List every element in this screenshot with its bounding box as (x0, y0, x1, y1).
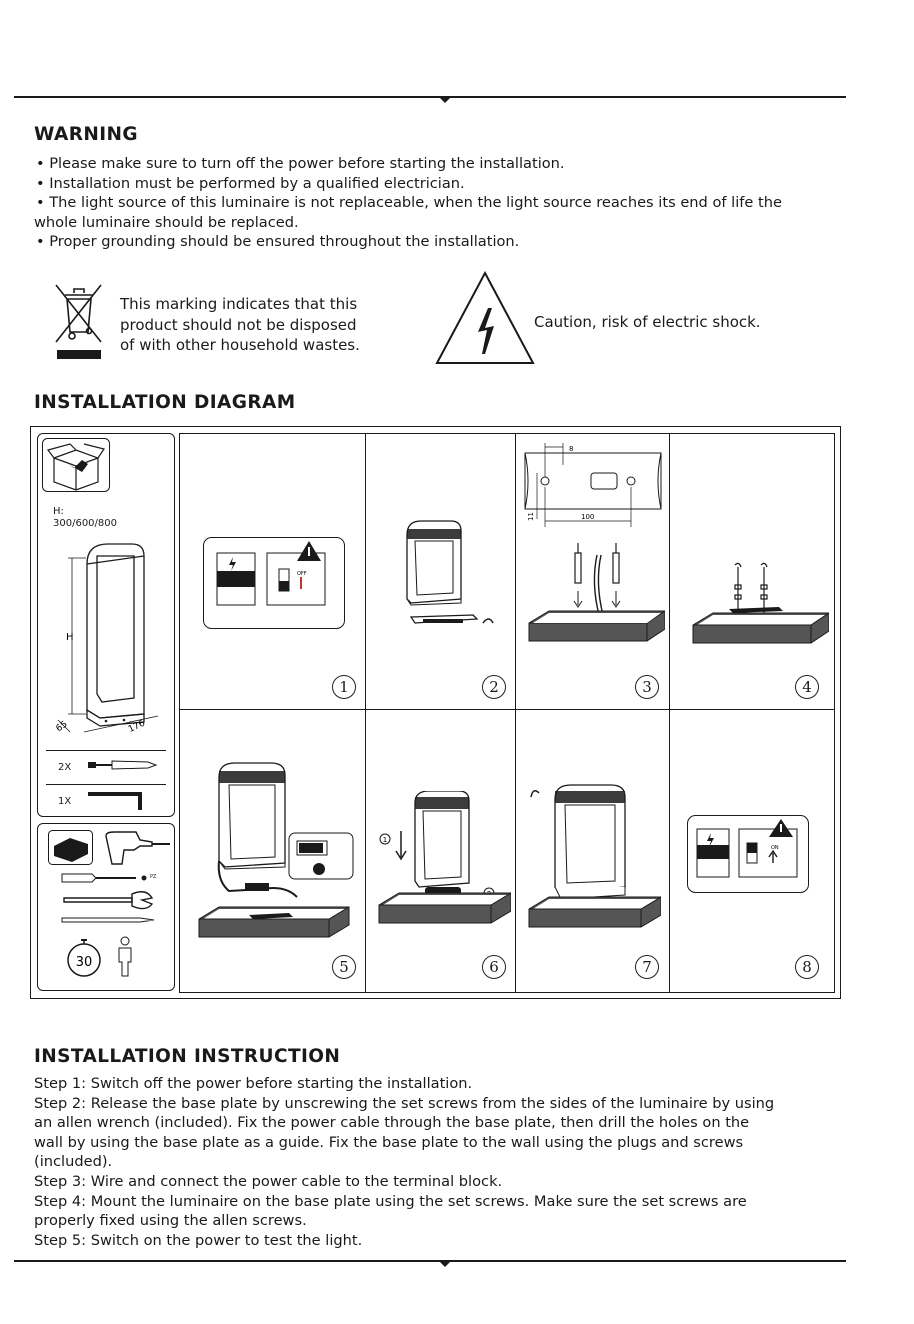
step-number-8: 8 (795, 955, 819, 979)
package-contents-panel: H: 300/600/800 H 65 176 2X (37, 433, 175, 817)
tools-panel: PZ 30 (37, 823, 175, 991)
plate-dim-side: 11 (527, 512, 535, 521)
step-number-7: 7 (635, 955, 659, 979)
pencil-icon (61, 917, 155, 923)
height-label-key: H: (53, 506, 64, 517)
instruction-line: properly fixed using the allen screws. (34, 1212, 307, 1230)
installation-time-icon: 30 (67, 939, 101, 977)
sub-step-1: 1 (383, 836, 387, 844)
step-5-mount-luminaire-illustration (198, 762, 354, 938)
shock-caption: Caution, risk of electric shock. (534, 313, 761, 331)
warning-line: • The light source of this luminaire is … (36, 194, 782, 212)
instruction-line: (included). (34, 1153, 113, 1171)
instruction-heading: INSTALLATION INSTRUCTION (34, 1046, 341, 1067)
electric-shock-warning-icon (435, 270, 535, 364)
top-divider (14, 94, 846, 103)
warning-line: • Installation must be performed by a qu… (36, 174, 465, 192)
instruction-steps: Step 1: Switch off the power before star… (34, 1074, 854, 1250)
installation-diagram: H: 300/600/800 H 65 176 2X (30, 426, 841, 999)
plate-dim-top: 8 (569, 445, 573, 453)
warning-heading: WARNING (34, 124, 138, 145)
step-2-release-base-plate-illustration (406, 520, 494, 624)
installation-time-value: 30 (76, 955, 93, 970)
warning-line: • Please make sure to turn off the power… (36, 155, 565, 172)
warning-line: • Proper grounding should be ensured thr… (36, 233, 520, 251)
step-number-4: 4 (795, 675, 819, 699)
step-1-power-off-illustration: OFF (203, 537, 345, 629)
instruction-line: an allen wrench (included). Fix the powe… (34, 1114, 750, 1132)
warning-line: whole luminaire should be replaced. (34, 213, 299, 231)
adjustable-wrench-icon (63, 891, 154, 910)
bottom-divider (14, 1258, 846, 1267)
diagram-heading: INSTALLATION DIAGRAM (34, 392, 296, 413)
plate-dim-bottom: 100 (581, 513, 594, 521)
step-6-fix-set-screws-illustration: 1 2 (378, 791, 511, 924)
step-number-3: 3 (635, 675, 659, 699)
switch-on-label: ON (771, 845, 779, 851)
height-label-values: 300/600/800 (53, 518, 117, 529)
drill-icon (48, 830, 170, 865)
step-number-5: 5 (332, 955, 356, 979)
step-3-drill-wall-illustration: 8 11 100 (524, 443, 665, 642)
weee-text: This marking indicates that this product… (120, 294, 360, 356)
instruction-line: Step 4: Mount the luminaire on the base … (34, 1192, 747, 1210)
switch-off-label: OFF (297, 571, 307, 577)
step-number-2: 2 (482, 675, 506, 699)
plug-quantity: 2X (58, 762, 72, 773)
weee-text-line: product should not be disposed (120, 315, 357, 334)
step-number-1: 1 (332, 675, 356, 699)
weee-bin-icon (55, 284, 102, 359)
instruction-line: Step 2: Release the base plate by unscre… (34, 1094, 775, 1112)
step-8-power-on-illustration: ON (687, 815, 809, 893)
instruction-line: wall by using the base plate as a guide.… (34, 1133, 744, 1151)
dim-depth-label: 65 (54, 719, 69, 734)
dim-height-label: H (66, 632, 74, 643)
package-box-icon (42, 438, 110, 492)
wrench-quantity: 1X (58, 796, 72, 807)
driver-type-label: PZ (150, 874, 157, 880)
instruction-line: Step 5: Switch on the power to test the … (34, 1231, 363, 1249)
allen-wrench-icon (88, 792, 142, 810)
step-7-luminaire-installed-illustration (528, 784, 661, 928)
wall-plug-screw-icon (88, 760, 158, 770)
height-label: H: 300/600/800 (53, 506, 117, 530)
weee-text-line: This marking indicates that this (120, 295, 358, 313)
step-4-wire-connection-illustration (692, 562, 829, 644)
one-person-icon (118, 936, 132, 977)
step-number-6: 6 (482, 955, 506, 979)
instruction-line: Step 1: Switch off the power before star… (34, 1075, 473, 1092)
screwdriver-icon (61, 873, 147, 883)
instruction-line: Step 3: Wire and connect the power cable… (34, 1172, 503, 1190)
warning-list: • Please make sure to turn off the power… (34, 154, 866, 252)
luminaire-dimension-drawing: H 65 176 (54, 543, 159, 735)
weee-text-line: of with other household wastes. (120, 336, 360, 354)
steps-grid (179, 433, 835, 993)
